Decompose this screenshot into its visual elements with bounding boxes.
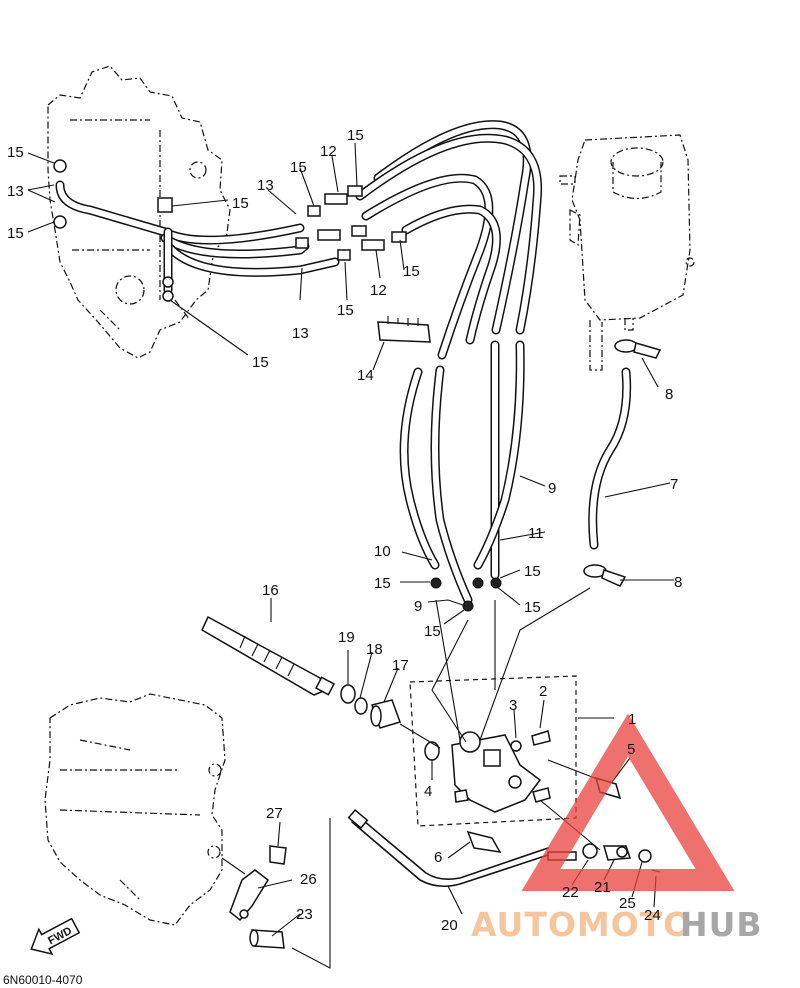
callout-17: 17 (392, 657, 409, 674)
callout-5: 5 (627, 741, 635, 758)
callout-4: 4 (424, 783, 432, 800)
callout-21: 21 (594, 879, 611, 896)
callout-8-upper: 8 (665, 386, 673, 403)
callout-26: 26 (300, 871, 317, 888)
pump-drive-shaft (201, 615, 336, 696)
callout-15-i: 15 (374, 575, 391, 592)
oil-delivery-hoses (355, 120, 543, 605)
callout-13-left: 13 (7, 183, 24, 200)
callout-15-c: 15 (290, 159, 307, 176)
fwd-label: FWD (46, 925, 74, 947)
callout-18: 18 (366, 641, 383, 658)
pump-control-lever (229, 845, 287, 949)
callout-1: 1 (628, 711, 636, 728)
drawing-code: 6N60010-4070 (3, 973, 83, 987)
callout-20: 20 (441, 917, 458, 934)
callout-19: 19 (338, 629, 355, 646)
callout-15-e: 15 (232, 195, 249, 212)
callout-15-f: 15 (403, 263, 420, 280)
watermark-logo: AUTOMOTO HUB (471, 713, 763, 944)
callout-15-j: 15 (524, 563, 541, 580)
callout-16: 16 (262, 582, 279, 599)
callout-labels: 1 2 3 4 5 6 7 8 8 9 9 10 11 12 12 13 13 … (7, 127, 682, 934)
callout-22: 22 (562, 884, 579, 901)
callout-15-h: 15 (252, 354, 269, 371)
callout-15-b: 15 (7, 225, 24, 242)
watermark-word-a: AUTOMOTO (471, 905, 692, 944)
callout-3: 3 (509, 697, 517, 714)
hose-holder-clip (377, 316, 431, 343)
callout-2: 2 (539, 683, 547, 700)
engine-block-bottom (44, 693, 226, 926)
callout-10: 10 (374, 543, 391, 560)
callout-12-upper: 12 (320, 143, 337, 160)
tank-hose (583, 339, 662, 587)
callout-15-a: 15 (7, 144, 24, 161)
callout-25: 25 (619, 895, 636, 912)
callout-23: 23 (296, 906, 313, 923)
callout-27: 27 (266, 805, 283, 822)
callout-15-d: 15 (347, 127, 364, 144)
callout-9-right: 9 (548, 480, 556, 497)
callout-11: 11 (528, 525, 544, 542)
callout-15-g: 15 (337, 302, 354, 319)
callout-12-lower: 12 (370, 282, 387, 299)
watermark-word-b: HUB (680, 905, 763, 944)
oil-tank (559, 134, 695, 371)
callout-6: 6 (434, 849, 442, 866)
leader-lines (27, 142, 674, 969)
engine-block-top (47, 65, 231, 359)
callout-24: 24 (644, 907, 661, 924)
callout-9-lower: 9 (414, 598, 422, 615)
callout-15-l: 15 (424, 623, 441, 640)
fwd-arrow-marker: FWD (30, 917, 81, 956)
callout-8-lower: 8 (674, 574, 682, 591)
engine-feed-hoses (55, 180, 340, 295)
callout-13-bottom: 13 (292, 325, 309, 342)
oil-pump-assembly (409, 675, 577, 827)
pump-seals (340, 684, 401, 729)
callout-15-k: 15 (524, 599, 541, 616)
oil-pipe (347, 808, 549, 888)
callout-14: 14 (357, 367, 374, 384)
callout-13-top: 13 (257, 177, 274, 194)
callout-7: 7 (670, 476, 678, 493)
